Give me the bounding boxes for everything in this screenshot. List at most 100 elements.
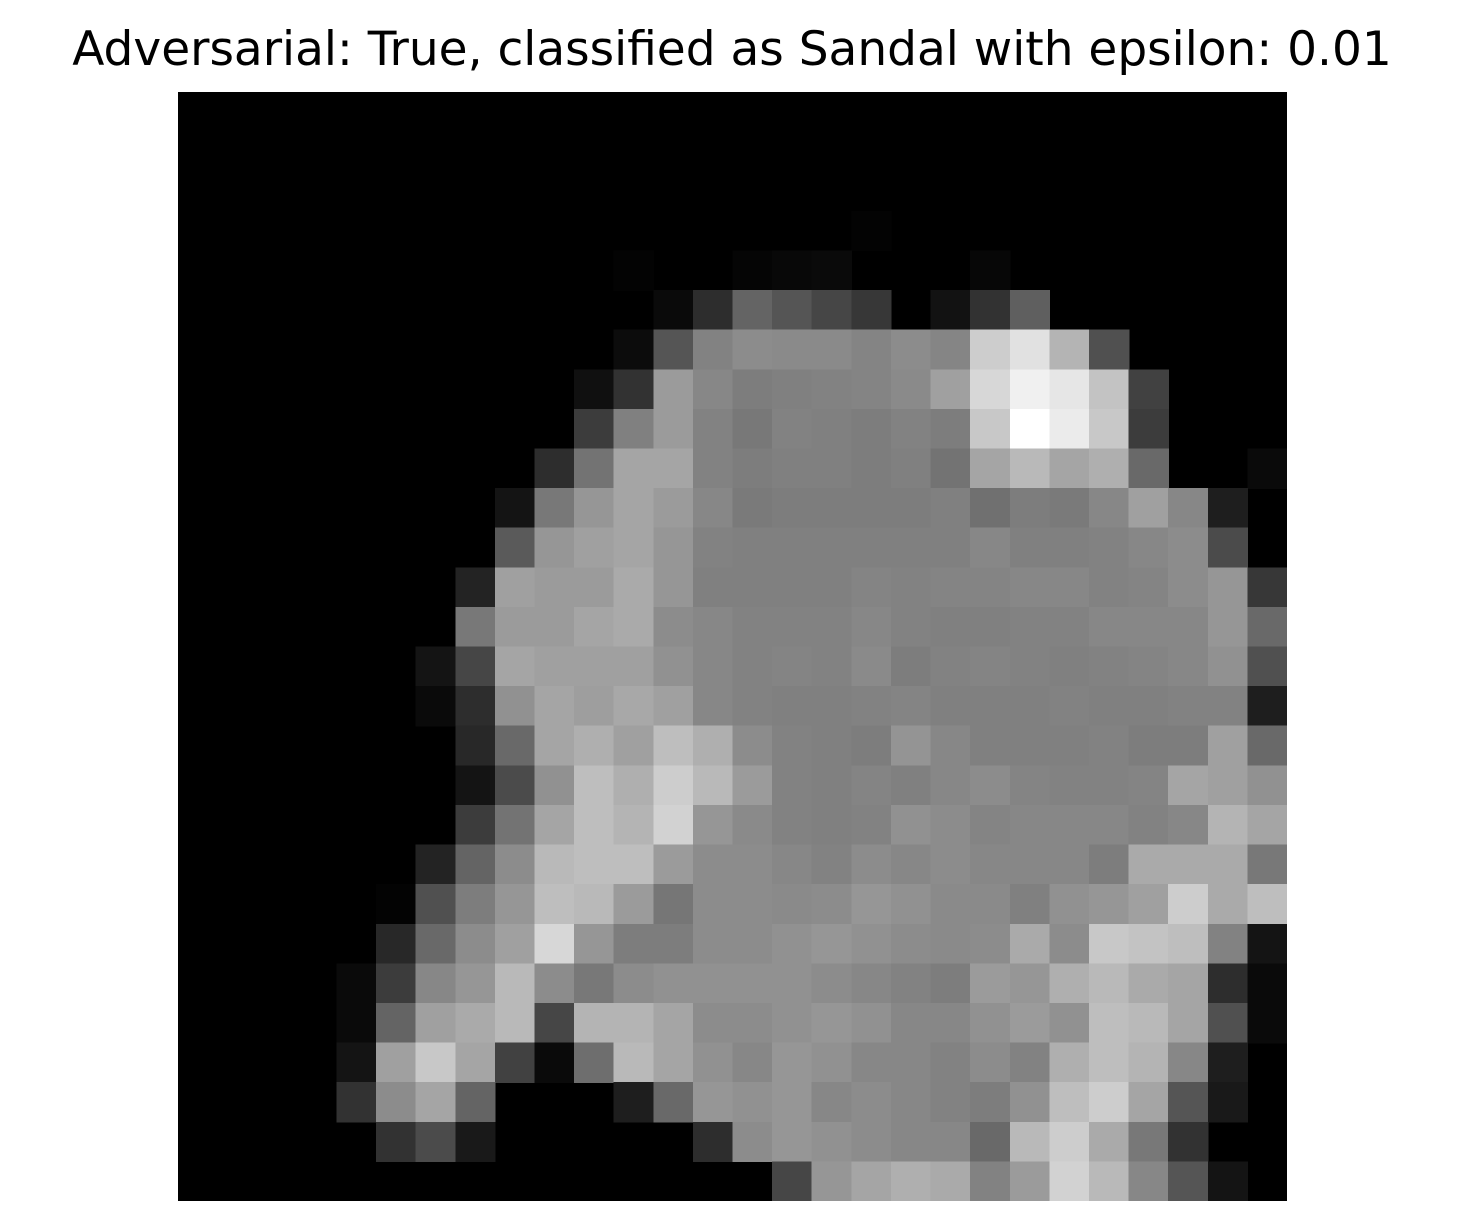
pixel (890, 765, 932, 806)
pixel (613, 488, 655, 529)
pixel (930, 369, 971, 410)
pixel (1009, 923, 1051, 965)
pixel (1168, 1042, 1209, 1083)
pixel (811, 963, 853, 1004)
pixel (653, 448, 694, 489)
pixel (455, 1002, 496, 1044)
pixel (930, 1042, 971, 1083)
pixel (1168, 1161, 1209, 1201)
pixel (732, 369, 773, 410)
pixel (851, 804, 892, 846)
pixel (494, 488, 536, 529)
pixel (1128, 844, 1169, 885)
pixel (1128, 606, 1169, 648)
pixel (1049, 329, 1090, 371)
pixel (1009, 448, 1051, 489)
pixel (415, 1002, 457, 1044)
pixel (890, 884, 932, 925)
pixel (851, 448, 892, 489)
pixel (336, 963, 377, 1004)
pixel (574, 448, 615, 489)
pixel (653, 329, 694, 371)
pixel (930, 1082, 971, 1123)
pixel (851, 1002, 892, 1044)
pixel (574, 923, 615, 965)
pixel (1207, 567, 1249, 608)
pixel (1128, 488, 1169, 529)
pixel (1247, 646, 1287, 687)
pixel (1049, 606, 1090, 648)
pixel (851, 606, 892, 648)
pixel (1088, 329, 1130, 371)
pixel (534, 963, 575, 1004)
pixel (494, 844, 536, 885)
pixel (534, 686, 575, 727)
pixel (1168, 1002, 1209, 1044)
pixel (1049, 765, 1090, 806)
pixel (1009, 1082, 1051, 1123)
pixel (851, 1082, 892, 1123)
pixel (415, 923, 457, 965)
pixel (970, 448, 1011, 489)
pixel (653, 1002, 694, 1044)
pixel (494, 527, 536, 569)
pixel (1168, 606, 1209, 648)
pixel (1247, 765, 1287, 806)
pixel (890, 1161, 932, 1201)
pixel (732, 1042, 773, 1083)
pixel (1088, 884, 1130, 925)
pixel (1128, 1082, 1169, 1123)
pixel (613, 448, 655, 489)
pixel (1128, 725, 1169, 767)
pixel (692, 923, 734, 965)
pixel (1088, 686, 1130, 727)
pixel (970, 1121, 1011, 1163)
pixel (732, 686, 773, 727)
pixel (851, 923, 892, 965)
pixel (930, 765, 971, 806)
pixel (692, 1121, 734, 1163)
pixel (851, 1042, 892, 1083)
pixel (930, 329, 971, 371)
pixel (890, 329, 932, 371)
pixel (1088, 527, 1130, 569)
pixel (890, 725, 932, 767)
pixel (970, 765, 1011, 806)
pixel (811, 606, 853, 648)
pixel (1049, 646, 1090, 687)
pixel (772, 606, 813, 648)
pixel (1009, 1121, 1051, 1163)
pixel (653, 963, 694, 1004)
pixel (692, 369, 734, 410)
pixel (811, 290, 853, 331)
pixel (930, 527, 971, 569)
pixel (970, 488, 1011, 529)
pixel (772, 329, 813, 371)
pixel (811, 1161, 853, 1201)
pixel (890, 1042, 932, 1083)
pixel (415, 884, 457, 925)
pixel (1207, 765, 1249, 806)
pixel (1128, 448, 1169, 489)
pixel (692, 606, 734, 648)
pixel (1207, 804, 1249, 846)
pixel (930, 844, 971, 885)
pixel (811, 329, 853, 371)
pixel (970, 606, 1011, 648)
pixel (1247, 567, 1287, 608)
pixel (811, 488, 853, 529)
pixel (494, 1042, 536, 1083)
pixel (1128, 765, 1169, 806)
pixel (1128, 686, 1169, 727)
pixel (772, 1161, 813, 1201)
pixel (811, 923, 853, 965)
pixel (970, 646, 1011, 687)
pixel (1049, 1121, 1090, 1163)
pixel (574, 646, 615, 687)
pixel (415, 646, 457, 687)
pixel (415, 686, 457, 727)
pixel (811, 804, 853, 846)
pixel (1009, 963, 1051, 1004)
pixel (772, 884, 813, 925)
pixel (1009, 488, 1051, 529)
